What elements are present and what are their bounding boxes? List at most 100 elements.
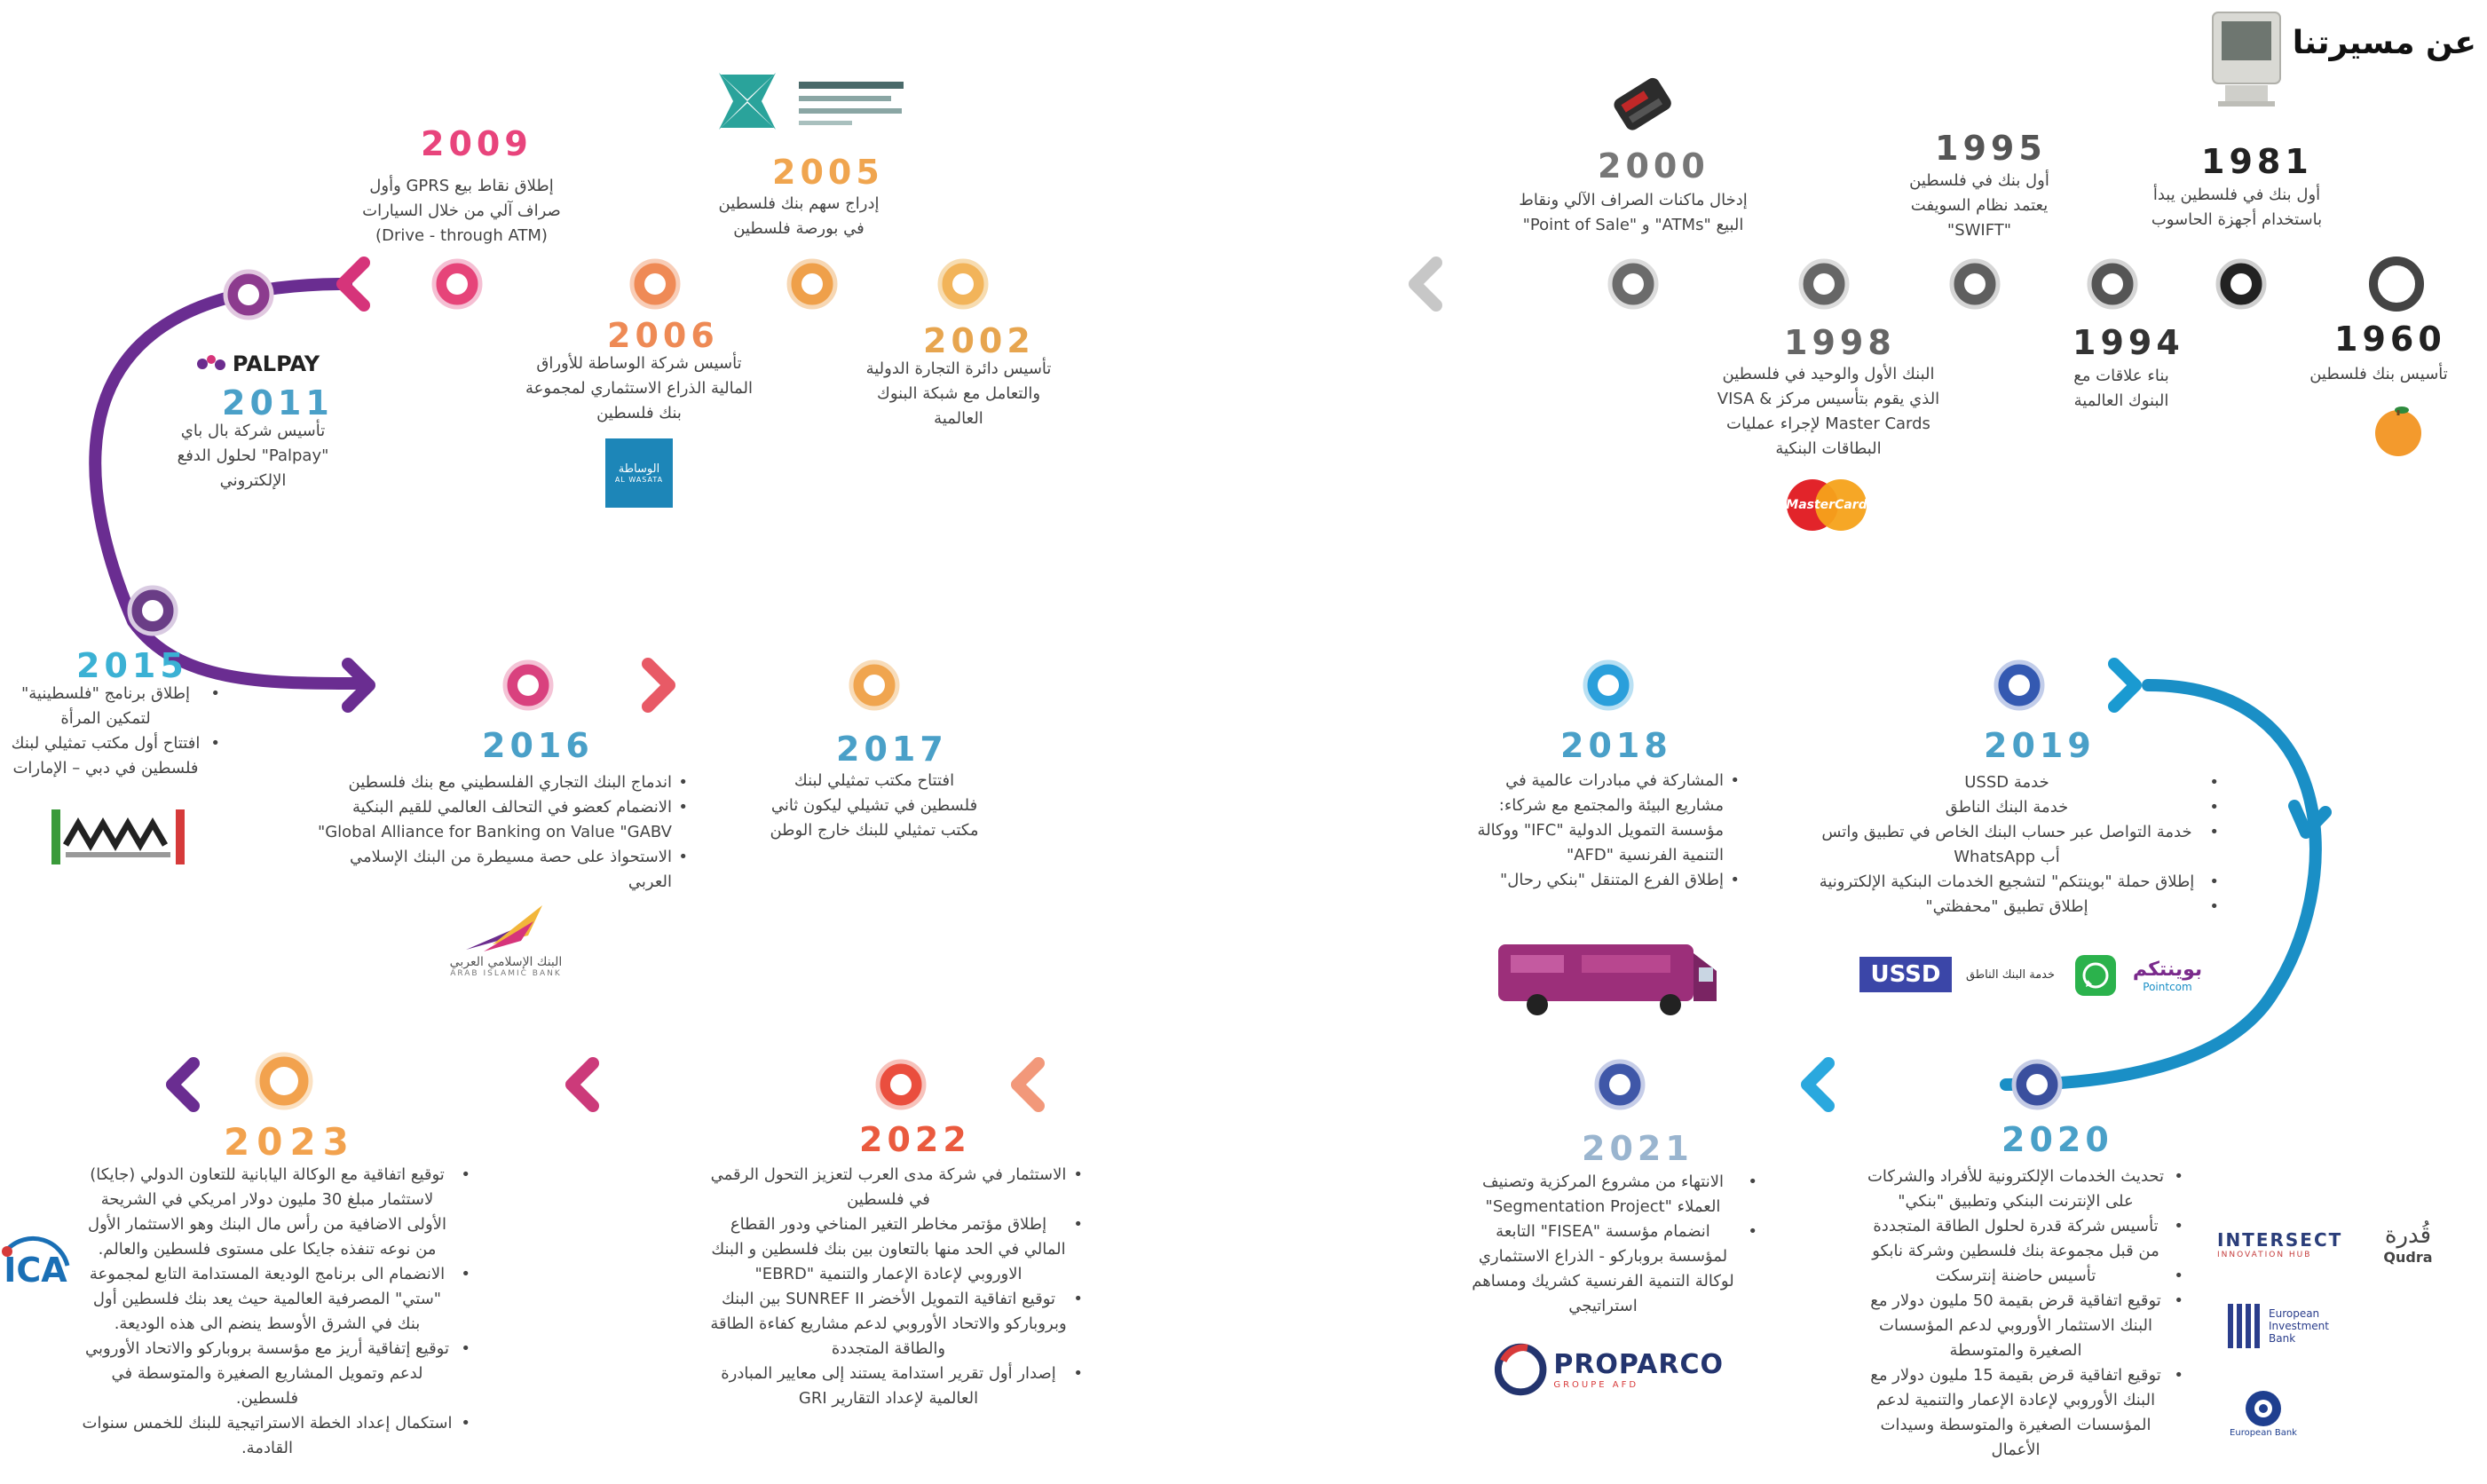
falastinyeh-logo [51, 809, 185, 864]
page-title: عن مسيرتنا [2292, 25, 2476, 61]
text-2006-line-1: تأسيس شركة الوساطة للأوراق [536, 354, 742, 373]
text-1995-line-2: يعتمد نظام السويفت [1910, 196, 2049, 215]
text-2002-line-2: والتعامل مع شبكة البنوك [876, 384, 1041, 403]
text-1981: أول بنك في فلسطين يبدأ باستخدام أجهزة ال… [2130, 183, 2343, 233]
text-2017-line-1: افتتاح مكتب تمثيلي لبنك [793, 771, 955, 790]
proparco-sub: GROUPE AFD [1553, 1380, 1639, 1390]
mobile-branch-bus-image [1493, 932, 1724, 1021]
text-2016-item-3: الاستحواذ على حصة مسيطرة من البنك الإسلا… [306, 845, 688, 895]
text-2021: الانتهاء من مشروع المركزية وتصنيف العملا… [1465, 1170, 1757, 1319]
node-2005 [786, 258, 838, 310]
text-2005-line-2: في بورصة فلسطين [733, 219, 865, 238]
node-1998 [1798, 258, 1850, 310]
text-2020-item-1: تحديث الخدمات الإلكترونية للأفراد والشرك… [1864, 1164, 2183, 1214]
text-1994-line-1: بناء علاقات مع [2073, 367, 2169, 385]
text-2000-line-1: إدخال ماكنات الصراف الآلي ونقاط [1519, 191, 1748, 209]
year-1995: 1995 [1935, 129, 2047, 168]
talking-bank-text: خدمة البنك الناطق [1965, 967, 2056, 982]
node-2015 [127, 585, 178, 636]
text-1995-line-1: أول بنك في فلسطين [1909, 171, 2049, 190]
text-2002-line-1: تأسيس دائرة التجارة الدولية [865, 359, 1052, 378]
text-2002-line-3: العالمية [934, 409, 983, 428]
jica-logo: ICA [0, 1230, 71, 1310]
text-2006: تأسيس شركة الوساطة للأوراق المالية الذرا… [515, 351, 763, 426]
node-2002 [937, 258, 989, 310]
year-1981: 1981 [2201, 142, 2313, 181]
text-2000-line-2: البيع "ATMs" و "Point of Sale" [1522, 216, 1744, 234]
text-2022-item-3: توقيع اتفاقية التمويل الأخضر SUNREF II ب… [710, 1287, 1083, 1362]
text-2011-line-1: تأسيس شركة بال باي [180, 422, 326, 440]
node-2022 [875, 1059, 927, 1110]
year-2015: 2015 [76, 646, 188, 685]
text-2015-item-1: إطلاق برنامج "فلسطينية" لتمكين المرأة [7, 682, 220, 731]
year-2021: 2021 [1582, 1129, 1694, 1168]
year-2018: 2018 [1560, 726, 1672, 765]
text-2020-item-5: توقيع اتفاقية قرض بقيمة 15 مليون دولار م… [1864, 1363, 2183, 1463]
text-2011: تأسيس شركة بال باي "Palpay" لحلول الدفع … [151, 419, 355, 493]
text-2022: الاستثمار في شركة مدى العرب لتعزيز التحو… [710, 1163, 1083, 1411]
year-2016: 2016 [482, 726, 594, 765]
text-2020-item-3: تأسيس حاضنة إنترسكت [1864, 1264, 2183, 1289]
palpay-text: PALPAY [232, 351, 320, 376]
orange-fruit-icon [2370, 401, 2427, 458]
text-1960-line-1: تأسيس بنك فلسطين [2309, 365, 2448, 383]
node-1960 [2369, 257, 2424, 312]
node-2017 [849, 659, 900, 711]
text-2016: اندماج البنك التجاري الفلسطيني مع بنك فل… [306, 770, 688, 895]
text-2017-line-3: مكتب تمثيلي للبنك خارج الوطن [770, 821, 979, 840]
jica-text: ICA [4, 1251, 67, 1290]
text-2006-line-2: المالية الذراع الاستثماري لمجموعة [525, 379, 753, 398]
text-1994: بناء علاقات مع البنوك العالمية [2041, 364, 2201, 414]
computer-icon [2206, 9, 2287, 108]
year-2023: 2023 [224, 1120, 356, 1164]
text-2020-item-4: توقيع اتفاقية قرض بقيمة 50 مليون دولار م… [1864, 1289, 2183, 1363]
text-2020-item-2: تأسيس شركة قدرة لحلول الطاقة المتجددة من… [1864, 1214, 2183, 1264]
text-2018-item-1: المشاركة في مبادرات عالمية في مشاريع الب… [1465, 769, 1740, 868]
text-1995-line-3: "SWIFT" [1946, 221, 2012, 240]
eib-text: European Investment Bank [2269, 1307, 2329, 1345]
mastercard-text: MasterCard [1786, 498, 1867, 512]
text-2017: افتتاح مكتب تمثيلي لبنك فلسطين في تشيلي … [746, 769, 1003, 843]
text-2005-line-1: إدراج سهم بنك فلسطين [718, 194, 880, 213]
text-2009-line-1: إطلاق نقاط بيع GPRS وأول [369, 177, 554, 195]
ebrd-logo: European Bank [2219, 1377, 2308, 1448]
text-2005: إدراج سهم بنك فلسطين في بورصة فلسطين [692, 192, 905, 241]
ebrd-text: European Bank [2230, 1427, 2297, 1438]
node-1995 [1949, 258, 2001, 310]
text-2019-item-5: إطلاق تطبيق "محفظتي" [1811, 895, 2219, 920]
text-1994-line-2: البنوك العالمية [2073, 391, 2169, 410]
node-2019 [1994, 659, 2045, 711]
qudra-ar: قُدرة [2384, 1221, 2432, 1249]
proparco-logo: PROPARCO GROUPE AFD [1493, 1340, 1724, 1399]
eib-icon [2228, 1304, 2262, 1348]
node-2018 [1583, 659, 1634, 711]
node-2021 [1594, 1059, 1646, 1110]
node-2000 [1607, 258, 1659, 310]
text-2023-item-2: الانضمام الى برنامج الوديعة المستدامة ال… [80, 1262, 470, 1337]
qudra-en: Qudra [2383, 1248, 2433, 1266]
node-1994 [2087, 258, 2138, 310]
text-2019-item-1: خدمة USSD [1811, 770, 2219, 795]
node-2016 [502, 659, 554, 711]
node-1981 [2215, 258, 2267, 310]
alwasata-logo-en: AL WASATA [614, 476, 664, 484]
text-1981-line-1: أول بنك في فلسطين يبدأ [2152, 186, 2321, 204]
pos-terminal-icon [1602, 71, 1682, 142]
text-2002: تأسيس دائرة التجارة الدولية والتعامل مع … [843, 357, 1074, 431]
text-2009-line-2: صراف آلي من خلال السيارات [362, 201, 561, 220]
year-1998: 1998 [1784, 323, 1896, 362]
text-1998: البنك الأول والوحيد في فلسطين الذي يقوم … [1713, 362, 1944, 462]
text-2006-line-3: بنك فلسطين [596, 404, 682, 422]
text-2021-item-1: الانتهاء من مشروع المركزية وتصنيف العملا… [1465, 1170, 1757, 1220]
node-2020 [2011, 1059, 2063, 1110]
text-2018: المشاركة في مبادرات عالمية في مشاريع الب… [1465, 769, 1740, 893]
text-1998-line-4: البطاقات البنكية [1775, 439, 1882, 458]
text-1998-line-3: Master Cards لإجراء عمليات [1726, 414, 1930, 433]
text-2023: توقيع اتفاقية مع الوكالة اليابانية للتعا… [80, 1163, 471, 1461]
text-2017-line-2: فلسطين في تشيلي ليكون ثاني [770, 796, 978, 815]
year-2002: 2002 [923, 321, 1035, 360]
text-1960: تأسيس بنك فلسطين [2286, 362, 2472, 387]
alwasata-logo: الوساطة AL WASATA [605, 438, 673, 508]
text-2019: خدمة USSD خدمة البنك الناطق خدمة التواصل… [1811, 770, 2219, 920]
year-2020: 2020 [2001, 1120, 2113, 1159]
